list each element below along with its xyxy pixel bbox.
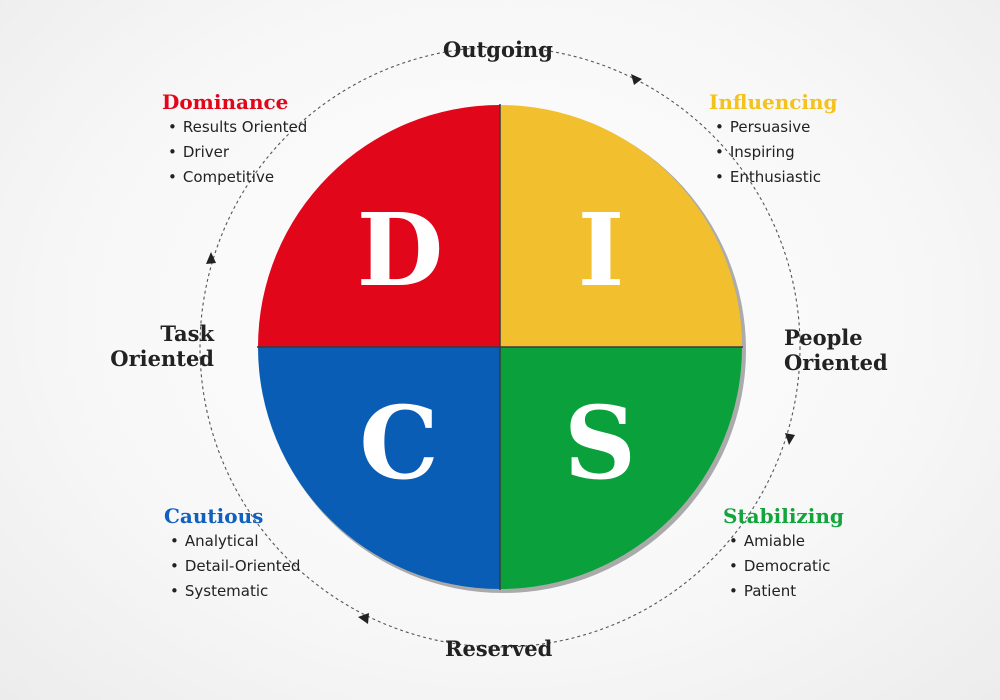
influencing-block: Influencing Persuasive Inspiring Enthusi…	[709, 89, 838, 190]
cautious-title: Cautious	[164, 504, 264, 528]
stabilizing-title: Stabilizing	[723, 504, 844, 528]
axis-right-line1: People	[784, 325, 863, 350]
list-item: Patient	[729, 579, 844, 604]
list-item: Inspiring	[715, 140, 838, 165]
letter-s: S	[564, 384, 636, 502]
quadrant-d	[258, 105, 500, 347]
cautious-traits: Analytical Detail-Oriented Systematic	[170, 529, 301, 604]
axis-left-line2: Oriented	[110, 346, 214, 371]
arrow-top-right-icon	[631, 74, 642, 85]
list-item: Analytical	[170, 529, 300, 554]
influencing-traits: Persuasive Inspiring Enthusiastic	[715, 115, 838, 190]
list-item: Results Oriented	[168, 115, 307, 140]
list-item: Systematic	[170, 579, 300, 604]
letter-c: C	[359, 384, 439, 502]
arrow-left-icon	[206, 252, 216, 264]
list-item: Competitive	[168, 165, 307, 190]
stabilizing-traits: Amiable Democratic Patient	[729, 529, 844, 604]
list-item: Driver	[168, 140, 307, 165]
cycle-dashed-ring	[199, 46, 801, 648]
axis-right-label: People Oriented	[784, 325, 888, 375]
axis-top-label: Outgoing	[443, 37, 553, 62]
quadrant-s	[500, 347, 742, 589]
arrow-right-icon	[785, 433, 795, 445]
stabilizing-block: Stabilizing Amiable Democratic Patient	[723, 503, 844, 604]
influencing-title: Influencing	[709, 90, 838, 114]
quadrant-c	[258, 347, 500, 589]
letter-d: D	[357, 191, 444, 309]
axis-right-line2: Oriented	[784, 350, 888, 375]
list-item: Detail-Oriented	[170, 554, 301, 579]
axis-left-label: Task Oriented	[108, 321, 214, 371]
dominance-title: Dominance	[162, 90, 289, 114]
dominance-block: Dominance Results Oriented Driver Compet…	[162, 89, 307, 190]
list-item: Amiable	[729, 529, 844, 554]
list-item: Enthusiastic	[715, 165, 838, 190]
letter-i: I	[578, 191, 625, 309]
axis-left-line1: Task	[160, 321, 214, 346]
axis-bottom-label: Reserved	[445, 636, 553, 661]
list-item: Persuasive	[715, 115, 838, 140]
arrow-bottom-left-icon	[358, 613, 369, 624]
quadrant-i	[500, 105, 742, 347]
list-item: Democratic	[729, 554, 844, 579]
dominance-traits: Results Oriented Driver Competitive	[168, 115, 307, 190]
cautious-block: Cautious Analytical Detail-Oriented Syst…	[164, 503, 300, 604]
